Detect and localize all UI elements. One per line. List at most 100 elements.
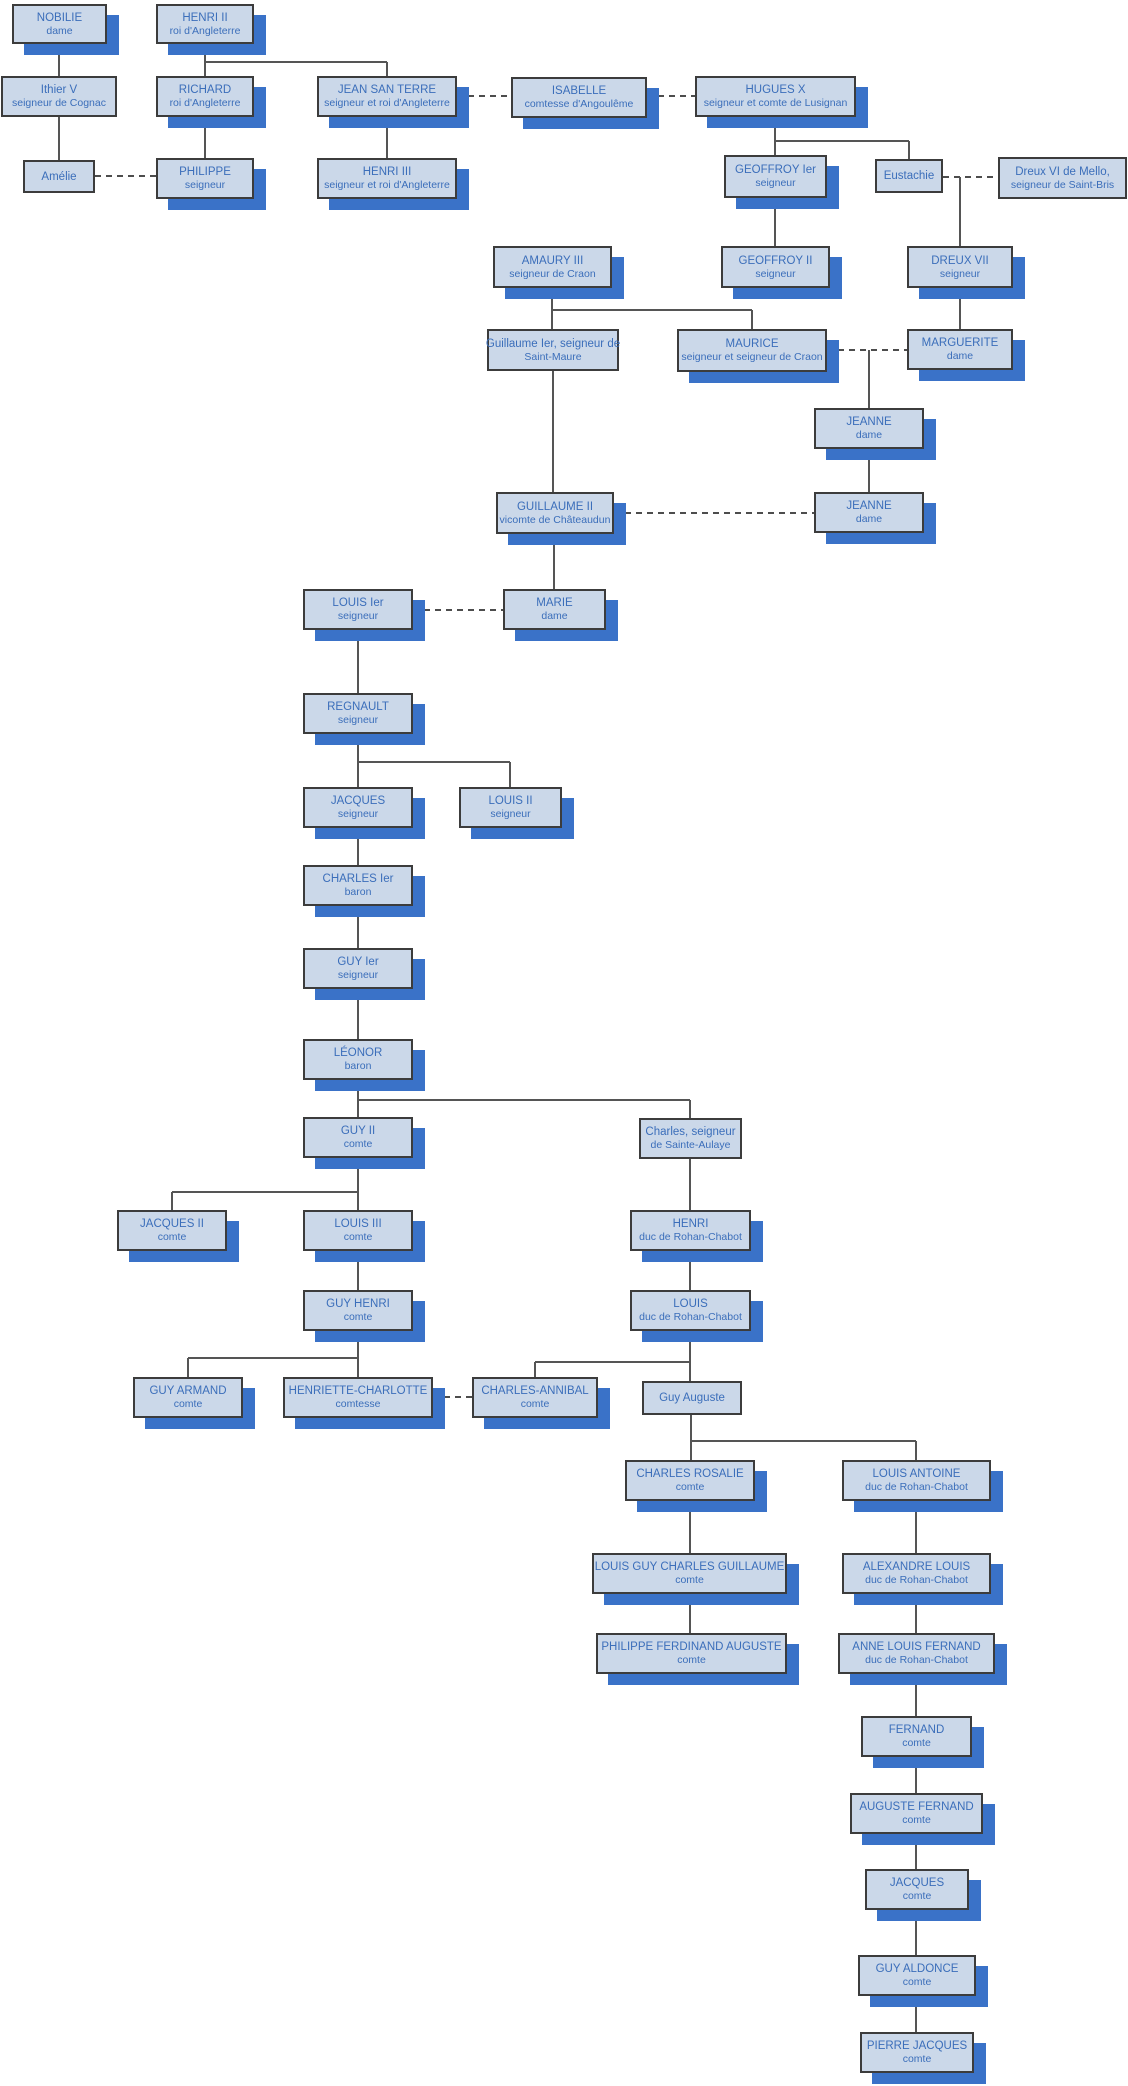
person-name: LOUIS ANTOINE [872, 1468, 961, 1480]
descent-line-solid [551, 288, 553, 329]
person-name: Dreux VI de Mello, [1015, 165, 1110, 178]
person-title: comte [902, 1814, 931, 1826]
descent-line-solid [959, 288, 961, 329]
person-title: seigneur [184, 179, 226, 191]
descent-line-solid [204, 44, 206, 76]
descent-line-solid [357, 734, 359, 787]
person-node-eustachie[interactable]: Eustachie [875, 159, 943, 193]
descent-line-solid [959, 177, 961, 246]
person-title: seigneur [337, 808, 379, 820]
person-title: de Sainte-Aulaye [650, 1139, 731, 1151]
person-name: JACQUES [330, 795, 386, 807]
person-name: GUILLAUME II [516, 500, 594, 513]
person-title: baron [344, 886, 372, 898]
person-title: roi d'Angleterre [169, 24, 241, 37]
person-title: duc de Rohan-Chabot [865, 1481, 968, 1493]
person-title: roi d'Angleterre [169, 97, 241, 109]
person-title: seigneur et comte de Lusignan [703, 97, 848, 109]
person-title: comte [520, 1398, 550, 1410]
descent-line-solid [774, 198, 776, 246]
person-title: dame [855, 429, 883, 441]
person-name: RICHARD [178, 84, 232, 96]
person-title: dame [541, 610, 568, 622]
person-name: REGNAULT [327, 701, 389, 713]
person-title: dame [946, 350, 974, 362]
descent-line-solid [689, 1159, 691, 1210]
person-node-dreux-vi[interactable]: Dreux VI de Mello,seigneur de Saint-Bris [998, 157, 1127, 199]
person-name: MARIE [536, 597, 573, 609]
person-name: LOUIS GUY CHARLES GUILLAUME [594, 1561, 785, 1573]
descent-line-solid [691, 1440, 916, 1442]
person-name: GUY II [340, 1125, 376, 1137]
person-name: FERNAND [888, 1724, 945, 1736]
person-name: Guy Auguste [659, 1392, 725, 1404]
person-title: duc de Rohan-Chabot [865, 1574, 968, 1586]
descent-line-solid [386, 62, 388, 76]
person-title: comte [157, 1231, 187, 1243]
descent-line-solid [358, 761, 510, 763]
descent-line-solid [868, 350, 870, 408]
person-title: comte [343, 1311, 373, 1323]
person-name: GUY ARMAND [149, 1385, 227, 1397]
marriage-line-dashed [95, 175, 156, 177]
person-title: dame [855, 513, 883, 525]
descent-line-solid [534, 1362, 536, 1377]
person-name: ISABELLE [551, 85, 607, 97]
marriage-line-dashed [614, 512, 814, 514]
person-name: GUY Ier [337, 956, 379, 968]
person-node-amelie[interactable]: Amélie [23, 160, 95, 193]
person-name: HENRI II [182, 11, 228, 24]
person-title: comte [902, 1976, 932, 1988]
person-node-guy-auguste[interactable]: Guy Auguste [642, 1381, 742, 1415]
